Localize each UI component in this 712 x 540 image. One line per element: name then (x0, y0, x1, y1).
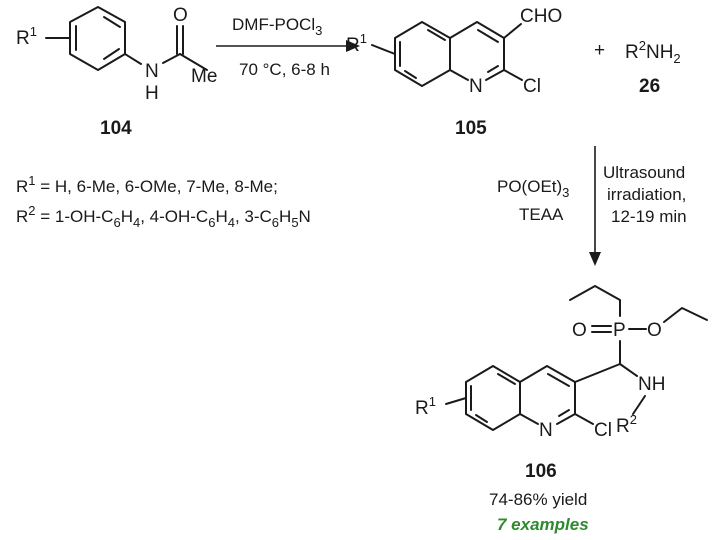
cl-bond (574, 413, 594, 425)
condition-time: 12-19 min (611, 207, 687, 226)
compound-105: R1 CHO N Cl 105 (346, 6, 562, 139)
nitrogen-label: N (539, 420, 553, 441)
nitrogen-label: N (145, 61, 159, 82)
examples-count: 7 examples (497, 515, 589, 534)
ch-to-nh-bond (619, 363, 638, 377)
aromatic-inner-bond (427, 29, 446, 41)
condition-ultrasound: Ultrasound (603, 163, 685, 182)
cho-label: CHO (520, 6, 562, 27)
reaction-arrow-1: DMF-POCl3 70 °C, 6-8 h (216, 15, 360, 79)
aromatic-inner-bond (103, 16, 121, 28)
r1-bond (371, 44, 396, 55)
compound-104-number: 104 (100, 118, 132, 139)
result-info: 74-86% yield 7 examples (489, 490, 589, 534)
nh-to-r2-bond (632, 395, 646, 415)
r2-label: R2 (616, 412, 637, 437)
nh-label: NH (638, 374, 665, 395)
aromatic-inner-bond (475, 414, 488, 423)
methyl-label: Me (191, 66, 217, 87)
benzo-ring-106 (465, 365, 521, 431)
aromatic-inner-bond (477, 29, 499, 43)
chlorine-label: Cl (523, 76, 541, 97)
r1-bond (445, 397, 467, 405)
compound-105-number: 105 (455, 118, 487, 139)
compound-26: + R2NH2 26 (594, 38, 681, 97)
hydrogen-label: H (145, 83, 159, 104)
cl-bond (503, 69, 523, 81)
reagent-dmf-pocl3: DMF-POCl3 (232, 15, 322, 38)
reagent-po-oet3: PO(OEt)3 (497, 177, 569, 200)
oxygen-label: O (173, 5, 188, 26)
benzo-ring-105 (394, 21, 451, 87)
n-to-ring-bond (519, 413, 539, 425)
yield-text: 74-86% yield (489, 490, 587, 509)
r1-label: R1 (16, 24, 37, 49)
aromatic-inner-bond (497, 373, 516, 385)
pyridine-ring-105 (449, 21, 505, 81)
reagent-teaa: TEAA (519, 205, 564, 224)
pyridine-ring-106 (519, 365, 576, 425)
propyl-chain (569, 285, 621, 317)
cho-bond (503, 23, 522, 39)
aromatic-inner-bond (487, 65, 499, 73)
n-to-carbonyl-bond (162, 53, 181, 64)
condition-irradiation: irradiation, (607, 185, 686, 204)
aromatic-inner-bond (404, 70, 417, 79)
ring-to-n-bond (124, 53, 142, 65)
compound-106: O P O NH R2 R1 N Cl 106 (415, 285, 708, 482)
arrow-head (589, 252, 601, 266)
ester-oxygen-label: O (647, 320, 662, 341)
oxygen-label: O (572, 320, 587, 341)
aromatic-inner-bond (558, 409, 570, 417)
chlorine-label: Cl (594, 420, 612, 441)
r1-label: R1 (346, 31, 367, 56)
ch-to-ring-bond (574, 363, 621, 383)
reaction-arrow-2: PO(OEt)3 TEAA Ultrasound irradiation, 12… (497, 146, 687, 266)
conditions-step1: 70 °C, 6-8 h (239, 60, 330, 79)
plus-sign: + (594, 40, 605, 61)
r2-definition: R2 = 1-OH-C6H4, 4-OH-C6H4, 3-C6H5N (16, 203, 311, 230)
substituent-definitions: R1 = H, 6-Me, 6-OMe, 7-Me, 8-Me; R2 = 1-… (16, 173, 311, 230)
n-to-ring-bond (449, 69, 469, 81)
r1-definition: R1 = H, 6-Me, 6-OMe, 7-Me, 8-Me; (16, 173, 278, 196)
nitrogen-label: N (469, 76, 483, 97)
compound-26-number: 26 (639, 76, 660, 97)
benzene-ring-104 (69, 6, 126, 71)
aromatic-inner-bond (547, 373, 570, 387)
compound-106-number: 106 (525, 461, 557, 482)
aromatic-inner-bond (103, 48, 120, 60)
r1-label: R1 (415, 394, 436, 419)
ethyl-chain (663, 307, 708, 323)
phosphorus-label: P (613, 320, 626, 341)
compound-104: R1 N H O Me 104 (16, 5, 217, 139)
amine-formula: R2NH2 (625, 38, 681, 66)
arrow-head (346, 40, 360, 52)
carbonyl-to-methyl-bond (179, 53, 208, 71)
